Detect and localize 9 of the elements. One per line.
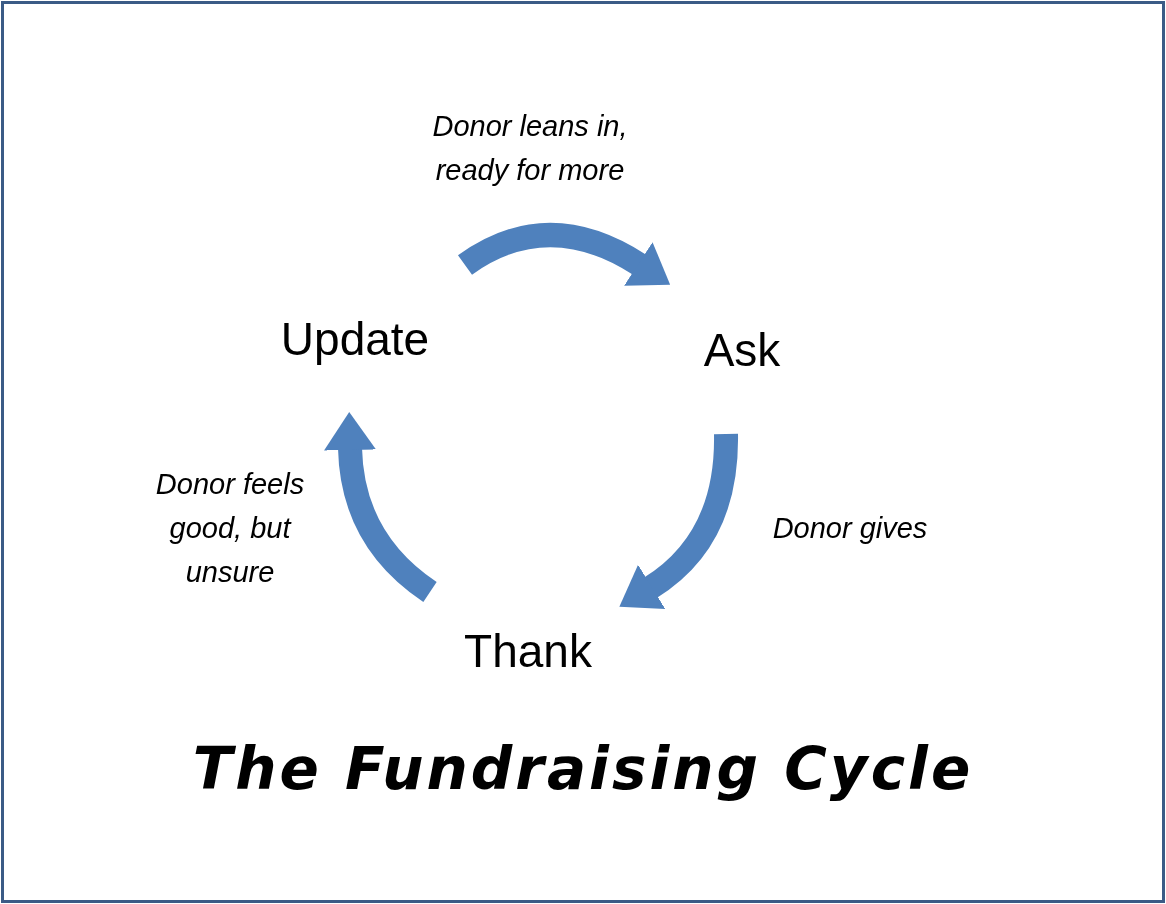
edge-label: Donor gives [771,511,929,546]
curved-arrow [620,433,738,609]
step-label: Thank [464,624,592,678]
edge-label: Donor leans in, ready for more [431,109,629,188]
edge-label: Donor feels good, but unsure [154,467,306,590]
diagram-title: The Fundraising Cycle [191,735,975,803]
curved-arrow [324,412,437,602]
step-label: Ask [703,323,781,377]
step-label: Update [280,312,430,366]
